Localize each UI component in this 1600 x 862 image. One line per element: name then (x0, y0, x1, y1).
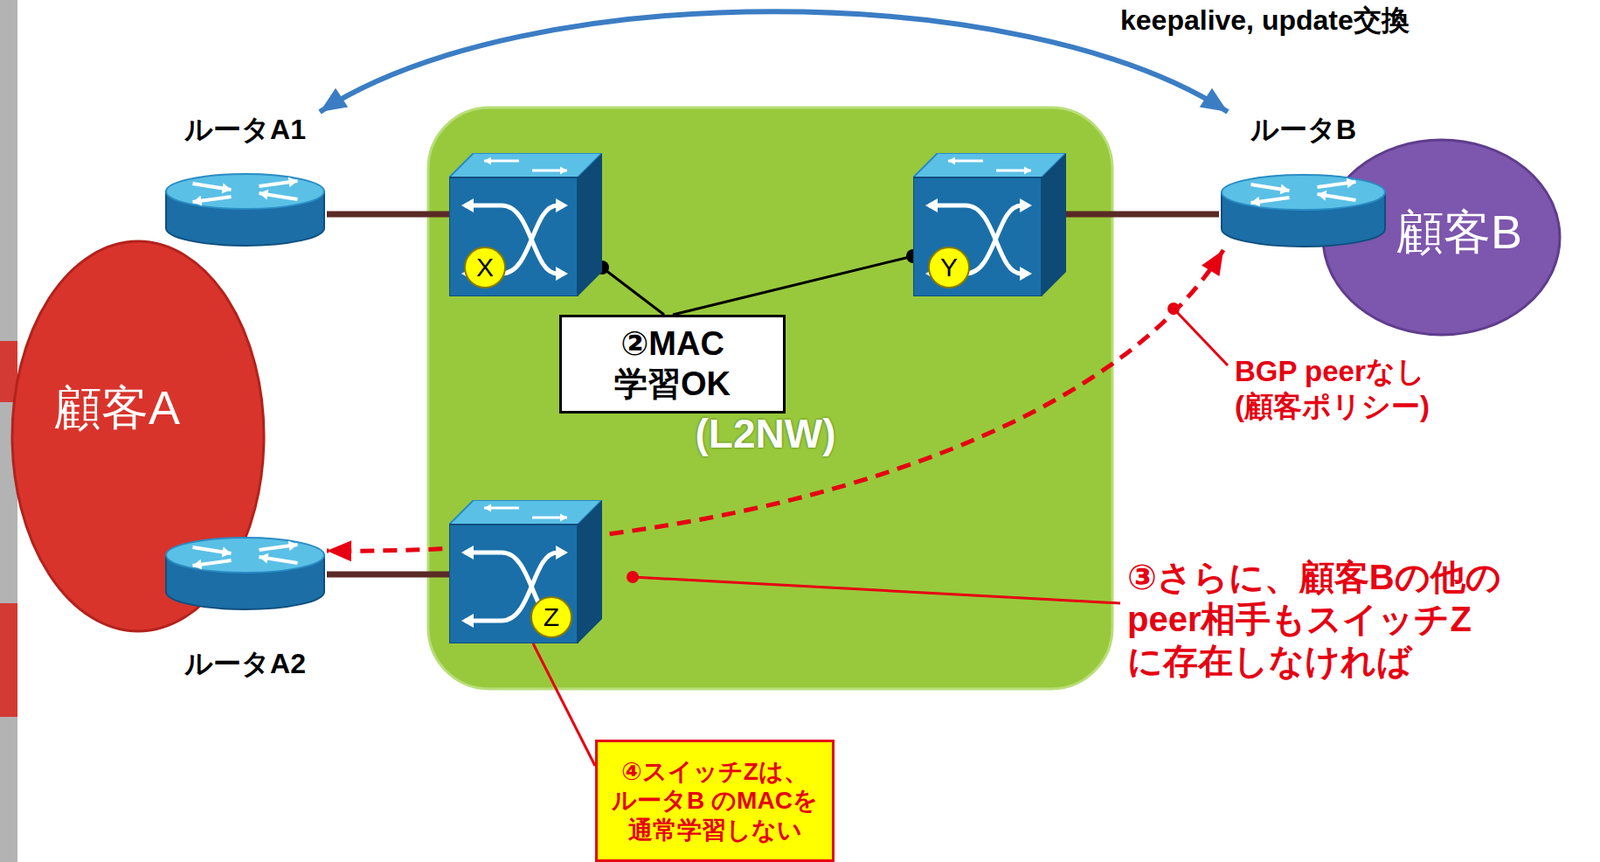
router-top (1221, 174, 1386, 210)
router-top (166, 173, 325, 209)
switch-icon (449, 499, 603, 644)
connector (326, 571, 450, 578)
switch-node: Y (913, 152, 1067, 297)
callout-text: ②MAC 学習OK (585, 324, 761, 404)
switch-side (1041, 152, 1067, 297)
switch-node: X (449, 152, 603, 297)
customer-name: 顧客B (1396, 200, 1523, 265)
network-region-shape (428, 107, 1113, 689)
router-icon (163, 535, 327, 613)
router-name: ルータA1 (184, 111, 306, 147)
router-arrow-head (1251, 196, 1261, 208)
switch-side (577, 499, 603, 644)
callout-text: ④スイッチZは、 ルータB のMACを 通常学習しない (609, 756, 820, 846)
switch-arrow (501, 205, 558, 274)
switch-arrow (501, 205, 558, 274)
router-node: ルータA1 (163, 111, 327, 250)
switch-top (449, 499, 603, 525)
region-node: (L2NW) X ②MAC 学習OK Y Z (428, 107, 1113, 689)
switch-arrow-head (484, 504, 492, 513)
arrow-head (326, 540, 352, 562)
router-arrow-head (1317, 190, 1328, 201)
switch-arrow-head (560, 166, 568, 175)
edge-label-holder: keepalive, update交換 (1117, 1, 1413, 41)
switch-letter: X (476, 254, 494, 281)
edge-label: keepalive, update交換 (1117, 1, 1413, 41)
switch-letter: Z (543, 603, 560, 631)
router-icon (163, 172, 327, 250)
switch-arrow-head (1019, 266, 1033, 281)
router-arrow-head (193, 559, 203, 570)
switch-arrow-head (555, 266, 568, 281)
arrow-head (319, 88, 348, 112)
router-arrow-head (259, 189, 270, 201)
connector (326, 211, 450, 218)
callout-node: ②MAC 学習OK (559, 314, 786, 414)
note-text: ③さらに、顧客Bの他の peer相手もスイッチZ に存在しなければ (1127, 555, 1591, 682)
note-text: BGP peerなし (顧客ポリシー) (1234, 353, 1489, 423)
switch-arrow-head (1024, 166, 1032, 175)
switch-arrow-head (484, 157, 492, 166)
letter-badge: Z (530, 595, 573, 638)
letter-badge: Y (928, 246, 970, 289)
switch-front (449, 177, 578, 297)
arrow-head (1199, 88, 1228, 112)
switch-front (913, 177, 1042, 297)
switch-side (577, 152, 603, 297)
leader-dot (1167, 302, 1180, 315)
router-arrow-head (193, 195, 203, 207)
leader-line (632, 576, 1121, 603)
customer-name: 顧客A (54, 376, 181, 441)
router-arrow-head (221, 183, 232, 194)
network-label: (L2NW) (695, 409, 837, 458)
switch-node: Z (449, 499, 603, 644)
router-arrow-head (259, 553, 270, 564)
switch-arrow-head (461, 545, 474, 560)
router-name: ルータB (1250, 111, 1357, 147)
connector (319, 11, 1228, 112)
switch-arrow-head (560, 513, 568, 522)
connector (672, 256, 914, 315)
note-holder: BGP peerなし (顧客ポリシー) (1234, 353, 1489, 423)
switch-arrow (965, 205, 1022, 274)
switch-arrow-head (925, 198, 938, 213)
switch-top (449, 152, 603, 178)
connector (602, 267, 665, 315)
router-name: ルータA2 (184, 645, 306, 681)
switch-front (449, 524, 578, 644)
router-node: ルータB (1219, 111, 1388, 250)
router-arrow-head (288, 540, 298, 551)
router-arrow-head (1346, 177, 1357, 188)
callout-node: ④スイッチZは、 ルータB のMACを 通常学習しない (595, 739, 835, 862)
leader-line (1173, 308, 1228, 366)
side-strip-mark (0, 602, 18, 717)
switch-top (913, 152, 1067, 178)
connector (533, 643, 596, 766)
router-node: ルータA2 (163, 535, 327, 698)
router-top (166, 537, 325, 573)
router-arrow-head (1280, 184, 1290, 195)
switch-letter: Y (940, 254, 958, 281)
note-holder: ③さらに、顧客Bの他の peer相手もスイッチZ に存在しなければ (1127, 555, 1591, 682)
customer-ellipse-shape (1322, 139, 1560, 335)
leader-dot (626, 570, 639, 583)
router-arrow-head (221, 547, 232, 558)
router-icon (1219, 173, 1388, 250)
switch-arrow (965, 205, 1022, 274)
switch-arrow-head (461, 613, 474, 628)
arrow-head (1201, 249, 1224, 277)
connector (1066, 211, 1220, 218)
switch-arrow-head (1019, 198, 1033, 213)
switch-arrow-head (555, 545, 568, 560)
router-arrow-head (288, 176, 298, 188)
switch-arrow-head (948, 157, 956, 166)
switch-arrow-head (461, 198, 474, 213)
letter-badge: X (464, 246, 506, 289)
switch-arrow-head (555, 198, 568, 213)
